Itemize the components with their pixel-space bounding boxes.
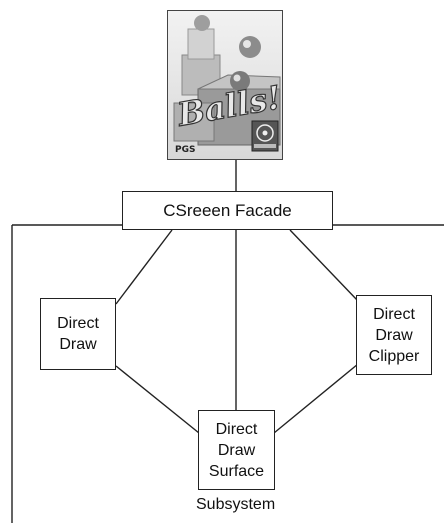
facade-to-clipper-line bbox=[289, 229, 359, 302]
screen-facade-label: CSreeen Facade bbox=[163, 201, 292, 220]
surface-line-1: Direct bbox=[215, 420, 258, 438]
direct-draw-line-2: Draw bbox=[59, 336, 97, 353]
directdraw-to-surface-line bbox=[115, 365, 200, 434]
surface-line-3: Surface bbox=[208, 462, 265, 480]
direct-draw-clipper-box: Direct Draw Clipper bbox=[356, 295, 432, 375]
direct-draw-surface-box: Direct Draw Surface bbox=[198, 410, 275, 490]
clipper-to-surface-line bbox=[273, 363, 359, 434]
screen-facade-box: CSreeen Facade bbox=[122, 191, 333, 230]
clipper-line-3: Clipper bbox=[368, 347, 420, 365]
clipper-line-2: Draw bbox=[375, 326, 413, 344]
direct-draw-box: Direct Draw bbox=[40, 298, 116, 370]
balls-logo-art: Balls! bbox=[173, 15, 282, 152]
surface-line-2: Draw bbox=[217, 441, 256, 459]
subsystem-label: Subsystem bbox=[196, 496, 276, 513]
facade-to-directdraw-line bbox=[115, 229, 173, 305]
direct-draw-line-1: Direct bbox=[57, 315, 99, 332]
publisher-label: PGS bbox=[175, 145, 196, 155]
balls-game-logo: Balls! PGS bbox=[167, 10, 283, 160]
clipper-line-1: Direct bbox=[373, 305, 415, 323]
